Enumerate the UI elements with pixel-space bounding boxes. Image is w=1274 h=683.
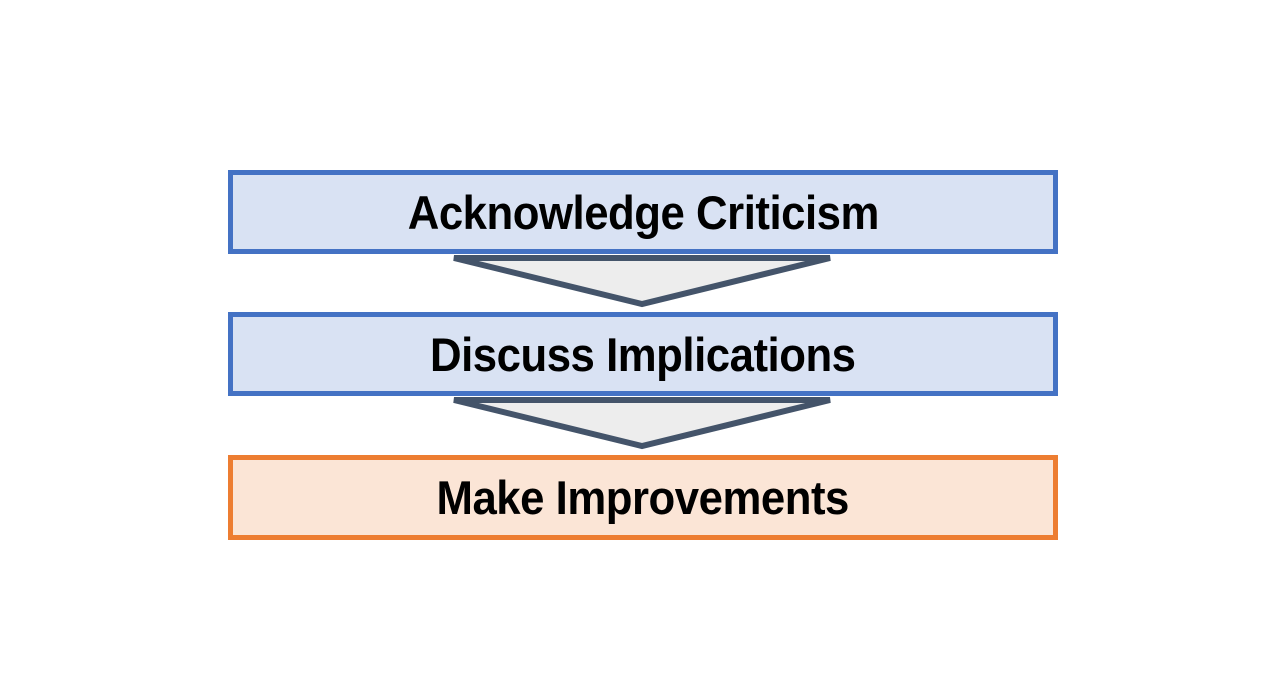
down-arrow-icon-2 (452, 397, 832, 450)
flow-step-acknowledge-criticism[interactable]: Acknowledge Criticism (228, 170, 1058, 254)
down-arrow-triangle (453, 397, 831, 450)
flow-step-label: Acknowledge Criticism (407, 185, 879, 239)
flow-step-label: Make Improvements (436, 471, 850, 524)
flow-step-label: Discuss Implications (430, 327, 856, 381)
down-arrow-glyph (453, 255, 831, 308)
flow-step-discuss-implications[interactable]: Discuss Implications (228, 312, 1058, 396)
down-arrow-triangle (453, 255, 831, 308)
down-arrow-glyph (453, 397, 831, 450)
flow-step-make-improvements[interactable]: Make Improvements (228, 455, 1058, 540)
down-arrow-icon-1 (452, 255, 832, 308)
